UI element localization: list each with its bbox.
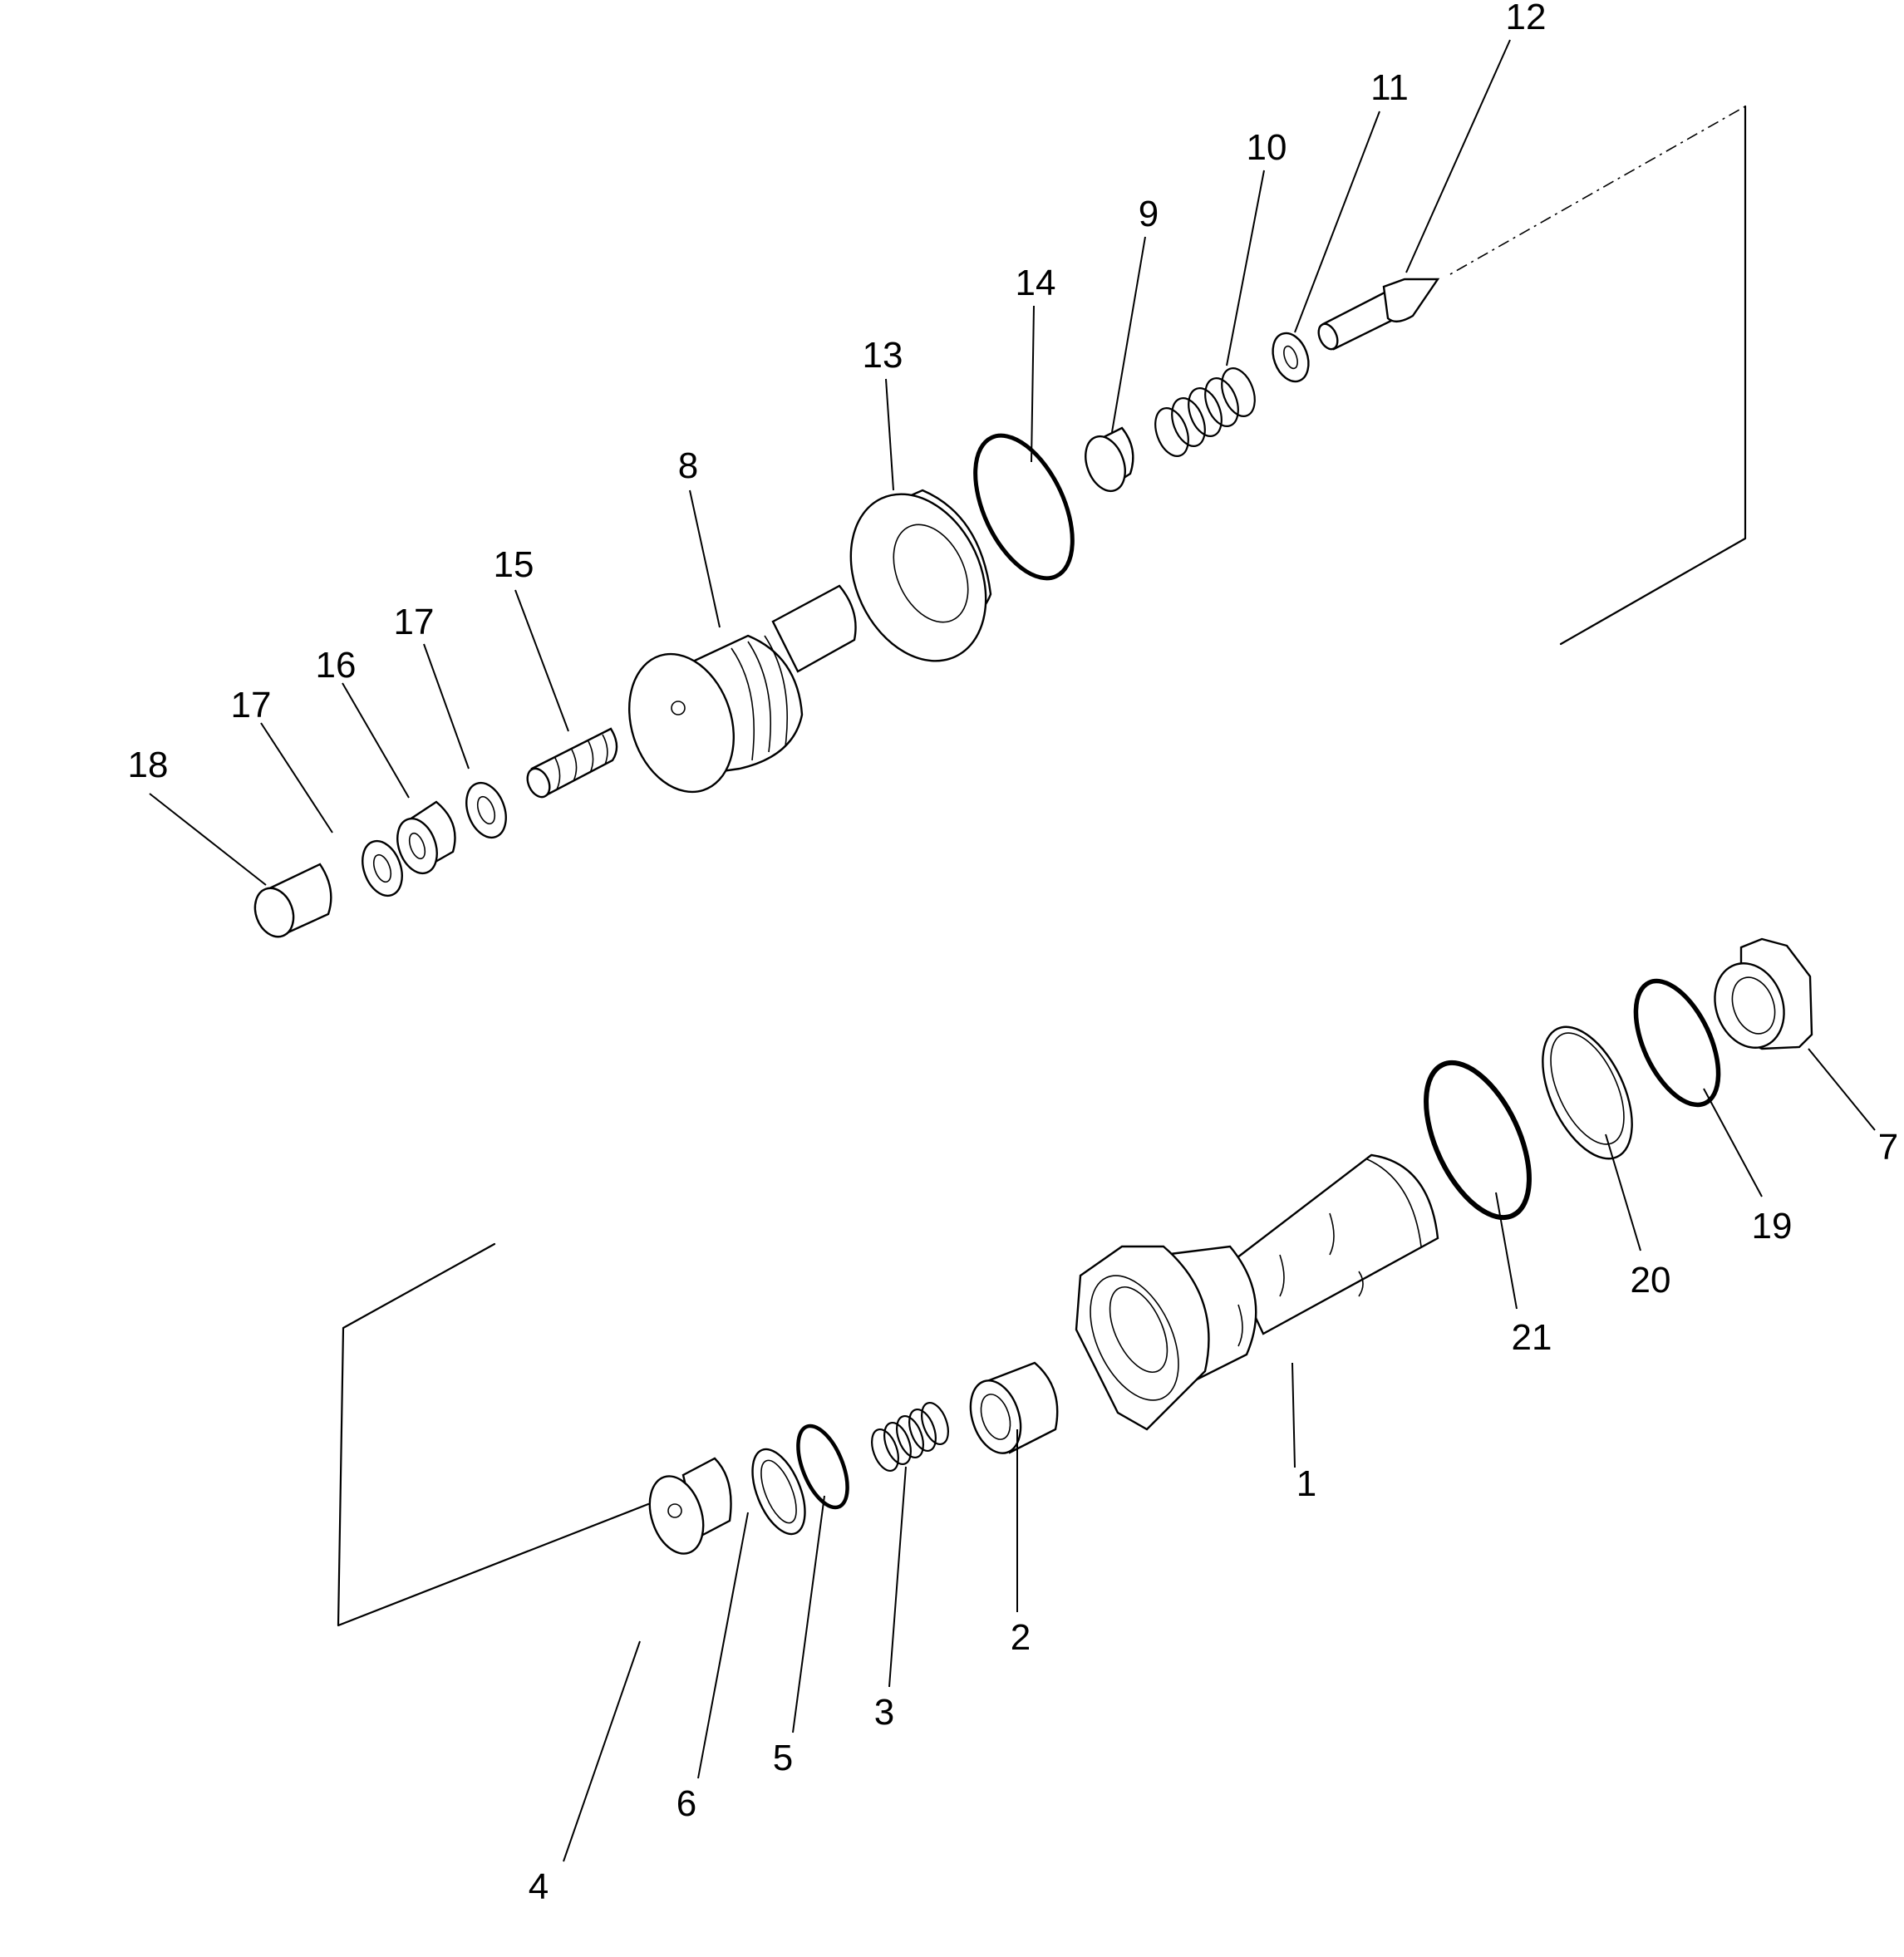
part-3-spring[interactable]	[867, 1399, 953, 1474]
part-21-o-ring[interactable]	[1405, 1047, 1550, 1233]
callout-p17b: 17	[394, 602, 470, 770]
part-18-cap[interactable]	[248, 863, 332, 942]
callout-p3: 3	[874, 1466, 907, 1733]
part-5-o-ring[interactable]	[788, 1419, 857, 1514]
leader-line	[149, 793, 267, 886]
callout-label: 8	[678, 445, 698, 486]
callout-p8: 8	[678, 445, 721, 628]
part-6-backup-ring[interactable]	[742, 1442, 816, 1542]
part-17-washer-a[interactable]	[356, 836, 410, 902]
leader-line	[260, 722, 333, 833]
callout-label: 19	[1752, 1206, 1793, 1246]
part-10-spring[interactable]	[1149, 364, 1261, 461]
leader-line	[342, 682, 410, 799]
callout-p12: 12	[1405, 0, 1547, 273]
leader-line	[423, 643, 470, 770]
part-11-washer[interactable]	[1267, 328, 1315, 386]
part-2-seat[interactable]	[962, 1361, 1059, 1459]
callout-label: 10	[1247, 127, 1287, 168]
callout-p20: 20	[1605, 1133, 1671, 1301]
callout-label: 21	[1512, 1317, 1552, 1358]
part-12-pin[interactable]	[1315, 278, 1440, 352]
callout-p15: 15	[494, 544, 569, 732]
callout-label: 20	[1631, 1260, 1671, 1301]
leader-line	[888, 1466, 907, 1688]
callout-p13: 13	[863, 335, 903, 491]
upper-assembly-bracket	[1449, 105, 1747, 646]
leader-line	[514, 589, 569, 732]
callout-p6: 6	[676, 1512, 749, 1824]
callout-p18: 18	[128, 745, 267, 886]
callout-label: 3	[874, 1692, 894, 1733]
callout-label: 17	[231, 685, 272, 725]
callout-label: 12	[1506, 0, 1547, 37]
leader-line	[563, 1640, 641, 1862]
callout-label: 7	[1878, 1127, 1898, 1168]
leader-line	[1808, 1048, 1876, 1131]
leader-line	[885, 378, 894, 491]
callout-p2: 2	[1011, 1429, 1031, 1658]
part-16-nut[interactable]	[391, 800, 456, 878]
leader-line	[1226, 170, 1265, 366]
leader-line	[792, 1495, 825, 1733]
part-9-poppet[interactable]	[1079, 426, 1134, 496]
callout-p7: 7	[1808, 1048, 1898, 1168]
callout-p1: 1	[1291, 1362, 1316, 1504]
callout-label: 2	[1011, 1617, 1031, 1658]
callout-p19: 19	[1703, 1088, 1793, 1246]
part-4-plug[interactable]	[641, 1457, 732, 1561]
leader-line	[1291, 1362, 1296, 1468]
callout-label: 4	[529, 1866, 549, 1907]
leader-line	[1495, 1192, 1518, 1310]
leader-line	[1111, 236, 1146, 433]
leader-line	[1703, 1088, 1763, 1197]
callout-label: 9	[1139, 194, 1159, 234]
part-17-washer-b[interactable]	[460, 778, 514, 843]
callout-p9: 9	[1111, 194, 1159, 433]
lower-assembly-bracket	[337, 1242, 650, 1627]
callout-label: 5	[773, 1738, 793, 1778]
callout-p4: 4	[529, 1640, 641, 1907]
leader-line	[1294, 111, 1380, 333]
callout-label: 14	[1016, 263, 1056, 303]
leader-line	[1605, 1133, 1641, 1251]
leader-line	[689, 489, 721, 628]
part-7-plug[interactable]	[1704, 937, 1813, 1058]
callout-label: 18	[128, 745, 169, 785]
part-1-valve-body[interactable]	[1072, 1153, 1439, 1431]
part-20-backup-ring[interactable]	[1524, 1013, 1651, 1172]
part-15-set-screw[interactable]	[524, 727, 618, 800]
callout-p14: 14	[1016, 263, 1056, 463]
callout-p16: 16	[316, 645, 410, 799]
callout-label: 11	[1370, 67, 1409, 108]
callout-label: 15	[494, 544, 534, 585]
callout-label: 16	[316, 645, 357, 686]
callout-p10: 10	[1226, 127, 1287, 366]
callout-label: 6	[676, 1783, 696, 1824]
callout-label: 13	[863, 335, 903, 376]
part-14-o-ring[interactable]	[956, 420, 1093, 593]
part-13-ring-nut[interactable]	[825, 472, 1012, 683]
leader-line	[1031, 305, 1035, 463]
callout-p5: 5	[773, 1495, 825, 1778]
callout-p21: 21	[1495, 1192, 1552, 1358]
callout-p11: 11	[1294, 67, 1409, 333]
part-8-plug[interactable]	[613, 584, 857, 805]
part-19-o-ring[interactable]	[1619, 969, 1735, 1118]
callout-label: 1	[1296, 1463, 1316, 1504]
leader-line	[1405, 39, 1511, 273]
leader-line	[697, 1512, 749, 1779]
callout-p17a: 17	[231, 685, 333, 833]
callout-label: 17	[394, 602, 435, 642]
